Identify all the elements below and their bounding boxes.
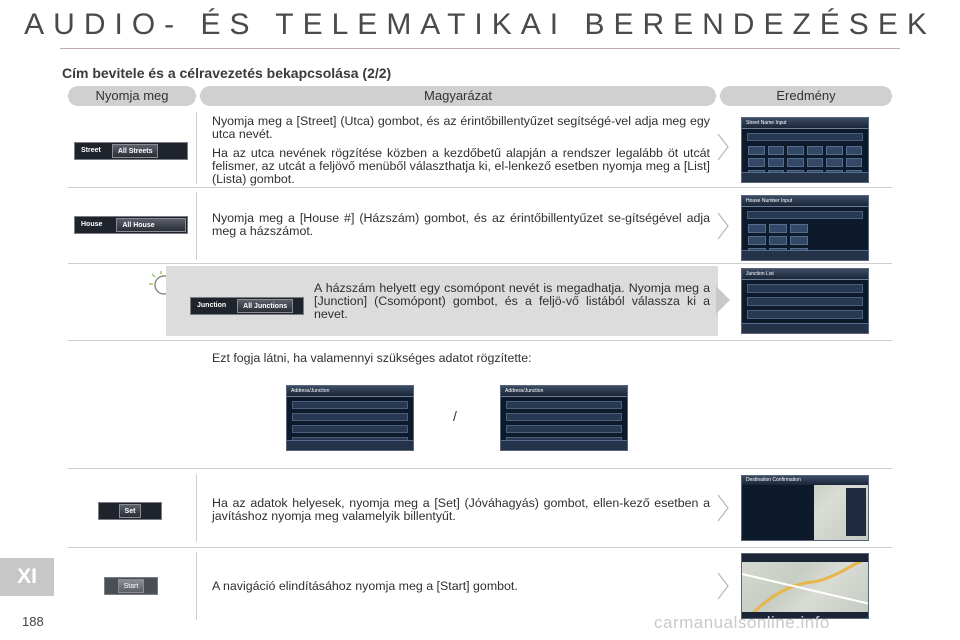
junction-description: A házszám helyett egy csomópont nevét is…: [314, 282, 710, 327]
street-text-2: Ha az utca nevének rögzítése közben a ke…: [212, 146, 710, 186]
junction-button-image: Junction All Junctions: [190, 297, 304, 315]
row-divider: [68, 187, 892, 188]
house-input-screenshot: House Number Input: [741, 195, 869, 261]
row-divider: [68, 340, 892, 341]
start-text: A navigáció elindításához nyomja meg a […: [212, 579, 518, 593]
start-description: A navigáció elindításához nyomja meg a […: [212, 580, 710, 599]
row-divider: [68, 468, 892, 469]
street-button-label: Street: [81, 147, 101, 154]
summary-description: Ezt fogja látni, ha valamennyi szükséges…: [212, 352, 712, 371]
row-divider: [68, 547, 892, 548]
street-text-1: Nyomja meg a [Street] (Utca) gombot, és …: [212, 114, 710, 141]
house-button-image: House # All House Numbers: [74, 216, 188, 243]
navigation-map-screenshot: [741, 553, 869, 619]
watermark: carmanualsonline.info: [654, 613, 830, 632]
set-text: Ha az adatok helyesek, nyomja meg a [Set…: [212, 496, 710, 523]
section-title: Cím bevitele és a célravezetés bekapcsol…: [62, 65, 392, 81]
chevron-right-icon: [716, 286, 730, 319]
page-title: AUDIO- ÉS TELEMATIKAI BERENDEZÉSEK: [24, 8, 936, 41]
all-streets-button: All Streets: [111, 144, 159, 158]
destination-confirmation-screenshot: Destination Confirmation: [741, 475, 869, 541]
screen-title: House Number Input: [742, 196, 868, 207]
screen-footer: [742, 323, 868, 333]
all-junctions-button: All Junctions: [237, 299, 294, 313]
screen-footer: [742, 250, 868, 260]
screen-title: Destination Confirmation: [742, 476, 868, 485]
separator-slash: /: [453, 408, 457, 424]
screen-title: Street Name Input: [742, 118, 868, 129]
column-separator: [196, 474, 197, 542]
street-description: Nyomja meg a [Street] (Utca) gombot, és …: [212, 115, 710, 192]
column-header-press: Nyomja meg: [68, 86, 196, 106]
address-screenshot-house: Address/Junction: [286, 385, 414, 451]
set-description: Ha az adatok helyesek, nyomja meg a [Set…: [212, 497, 710, 529]
chevron-right-icon: [716, 572, 730, 600]
junction-button-label: Junction: [197, 302, 227, 309]
screen-footer: [501, 440, 627, 450]
screen-footer: [287, 440, 413, 450]
page-number: 188: [22, 614, 44, 629]
column-separator: [196, 112, 197, 184]
street-button-image: Street All Streets: [74, 142, 188, 160]
house-description: Nyomja meg a [House #] (Házszám) gombot,…: [212, 212, 710, 244]
screen-title: Junction List: [742, 269, 868, 280]
row-divider: [68, 263, 892, 264]
house-text: Nyomja meg a [House #] (Házszám) gombot,…: [212, 211, 710, 238]
junction-text: A házszám helyett egy csomópont nevét is…: [314, 281, 710, 321]
screen-input-line: [747, 211, 863, 219]
chapter-tab: XI: [0, 558, 54, 596]
set-button-label: Set: [118, 504, 142, 518]
column-separator: [196, 192, 197, 260]
start-button-label: Start: [117, 579, 145, 593]
column-separator: [196, 552, 197, 620]
chevron-right-icon: [716, 494, 730, 522]
screen-title: Address/Junction: [287, 386, 413, 397]
summary-text: Ezt fogja látni, ha valamennyi szükséges…: [212, 351, 532, 365]
all-house-numbers-button: All House Numbers: [116, 218, 186, 243]
street-input-screenshot: Street Name Input: [741, 117, 869, 183]
address-screenshot-junction: Address/Junction: [500, 385, 628, 451]
column-header-result: Eredmény: [720, 86, 892, 106]
junction-list-screenshot: Junction List: [741, 268, 869, 334]
start-button-image: Start: [104, 577, 158, 595]
column-header-explanation: Magyarázat: [200, 86, 716, 106]
screen-footer: [742, 172, 868, 182]
title-divider: [60, 48, 900, 49]
house-button-label: House #: [81, 221, 103, 242]
set-button-image: Set: [98, 502, 162, 520]
screen-title: Address/Junction: [501, 386, 627, 397]
chevron-right-icon: [716, 212, 730, 240]
screen-input-line: [747, 133, 863, 141]
chevron-right-icon: [716, 133, 730, 161]
